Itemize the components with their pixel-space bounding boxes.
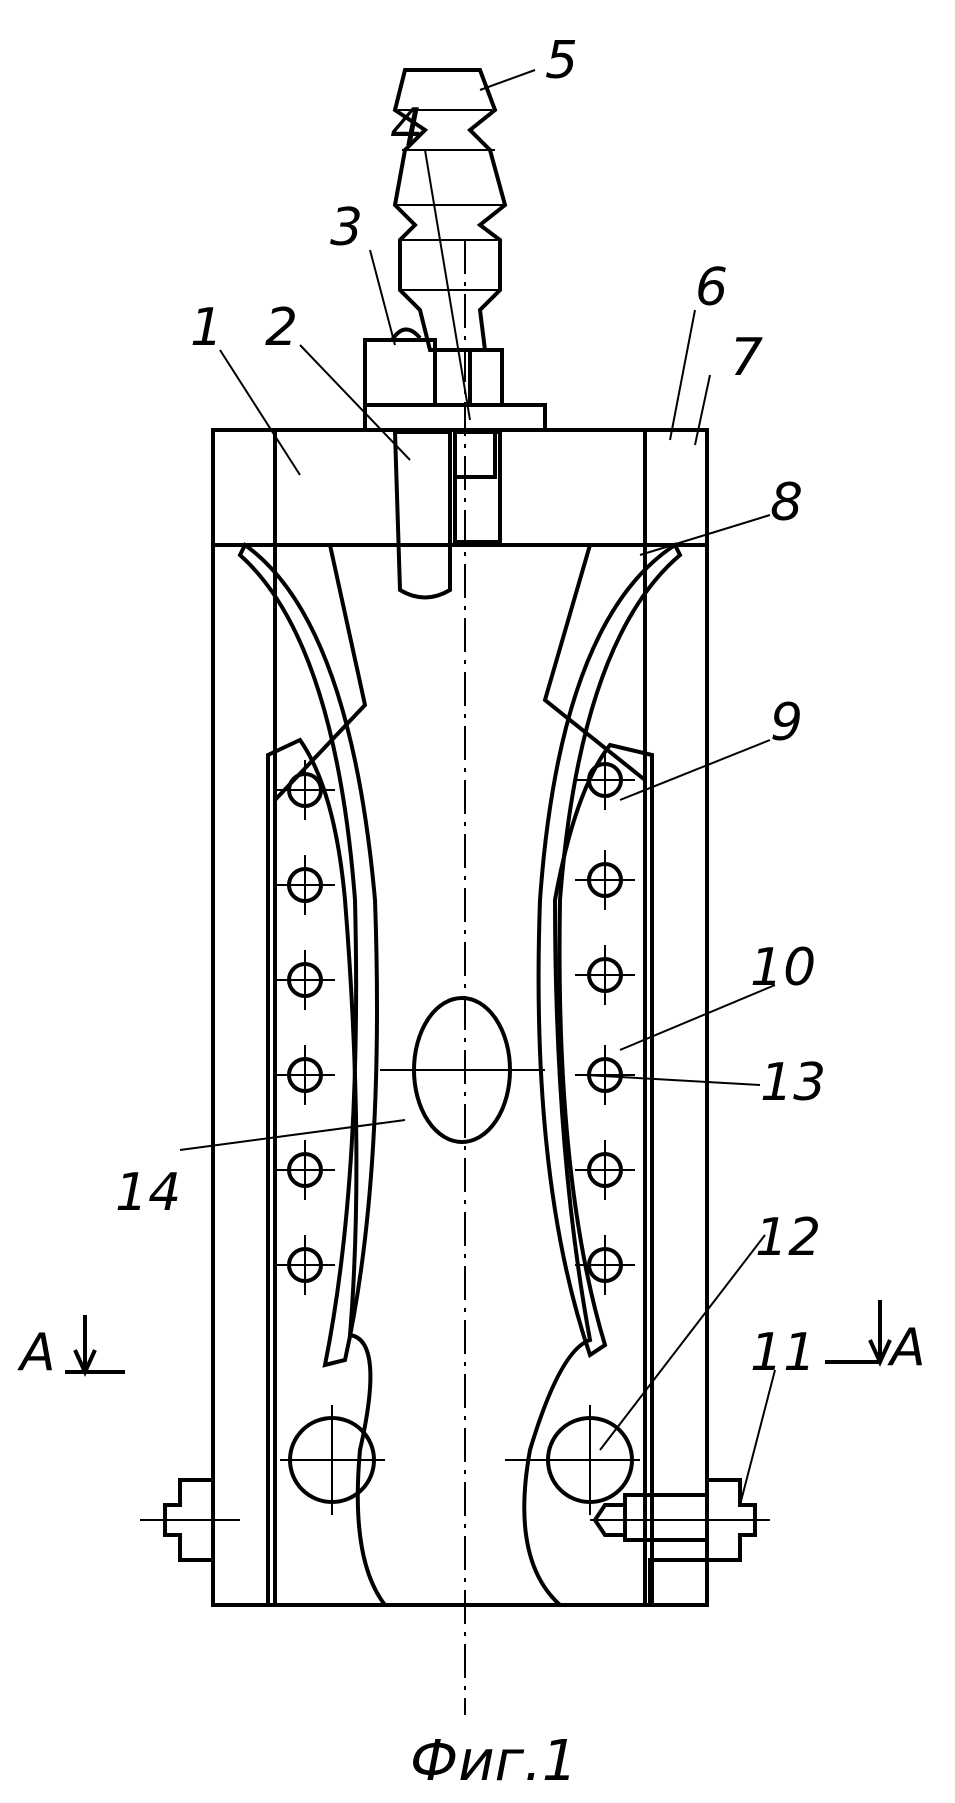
label-8: 8: [770, 473, 803, 533]
label-3: 3: [330, 198, 363, 258]
section-label-right: A: [887, 1318, 926, 1378]
label-10: 10: [750, 938, 816, 998]
label-7: 7: [730, 328, 763, 388]
figure-caption: Фиг.1: [410, 1729, 577, 1794]
hole-markers: [275, 750, 635, 1295]
bottom-holes: [280, 1405, 640, 1515]
label-13: 13: [760, 1053, 826, 1113]
label-5: 5: [545, 31, 578, 91]
outer-housing: [213, 430, 707, 1605]
label-1: 1: [190, 298, 223, 358]
part-labels: 5 4 3 1 2 6 7 8 9 10 13 14 12 11 A A: [17, 31, 926, 1383]
label-6: 6: [695, 258, 728, 318]
top-plate: [365, 405, 545, 430]
top-block: [365, 340, 435, 405]
label-4: 4: [390, 98, 423, 158]
side-screws: [140, 1480, 770, 1605]
label-14: 14: [115, 1163, 181, 1223]
label-9: 9: [770, 693, 803, 753]
top-block-right: [470, 350, 502, 405]
label-2: 2: [265, 298, 298, 358]
label-11: 11: [750, 1323, 816, 1383]
label-12: 12: [755, 1208, 821, 1268]
top-sleeve: [395, 432, 500, 598]
section-label-left: A: [17, 1323, 56, 1383]
